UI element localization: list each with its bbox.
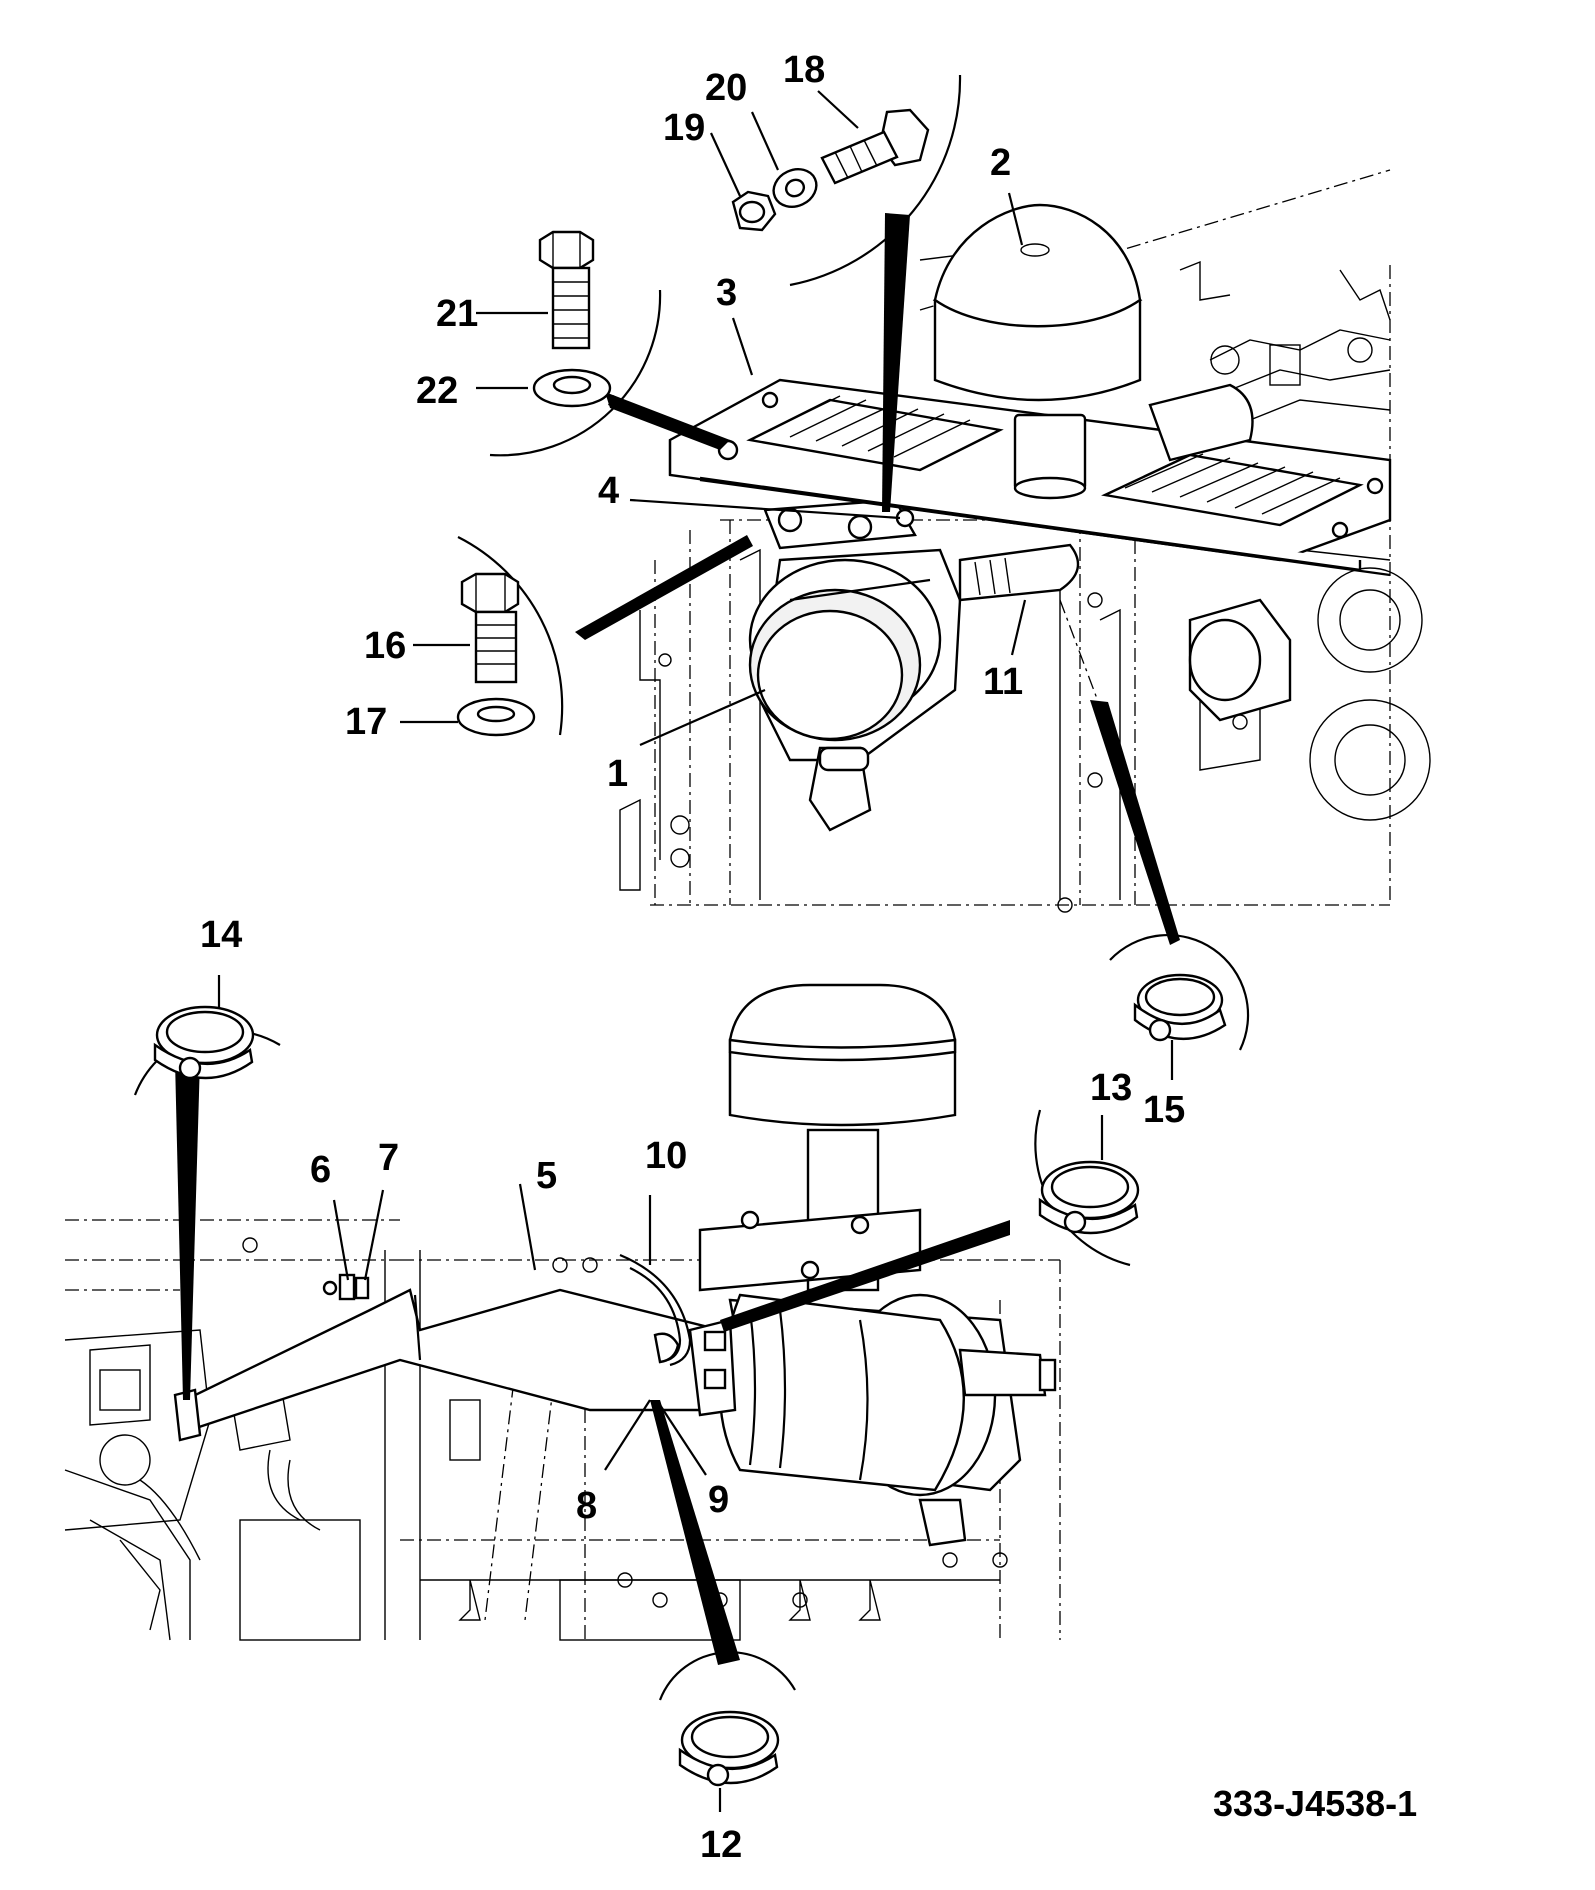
- callout-14: 14: [200, 914, 242, 956]
- callout-12: 12: [700, 1824, 742, 1866]
- detail-circle-bolt-21-washer-22: [476, 230, 730, 457]
- callout-labels: 2 18 20 19 3 21 22 4 16 17 1 11 14 13 15…: [200, 49, 1185, 1866]
- callout-11: 11: [983, 661, 1023, 703]
- callout-19: 19: [663, 107, 705, 149]
- air-cleaner-lower: [698, 1208, 1057, 1547]
- breather-hose-10: [619, 1253, 692, 1367]
- engine-block-upper: [1188, 269, 1431, 821]
- callout-15: 15: [1143, 1089, 1185, 1131]
- upper-view: [400, 74, 1431, 1080]
- callout-9: 9: [708, 1479, 729, 1521]
- detail-circle-bolt-18-washer-20-nut-19: [710, 74, 962, 512]
- lower-view: [64, 975, 1140, 1812]
- callout-3: 3: [716, 272, 737, 314]
- pre-cleaner-cap-2: [932, 203, 1143, 500]
- detail-circle-clamp-15: [1109, 933, 1250, 1080]
- callout-16: 16: [364, 625, 406, 667]
- upper-outlet-tube: [1148, 383, 1254, 462]
- callout-21: 21: [436, 293, 478, 335]
- detail-circle-clamp-12: [658, 1651, 796, 1812]
- callout-20: 20: [705, 67, 747, 109]
- upper-leaders: [629, 192, 1180, 945]
- detail-circle-clamp-14: [133, 975, 281, 1096]
- intake-hose-11: [958, 543, 1080, 602]
- figure-id: 333-J4538-1: [1213, 1783, 1417, 1824]
- lower-leaders: [175, 1060, 1010, 1665]
- callout-4: 4: [598, 470, 619, 512]
- detail-circle-clamp-13: [1034, 1109, 1140, 1267]
- callout-1: 1: [607, 753, 628, 795]
- detail-circle-bolt-16-washer-17: [400, 535, 753, 737]
- callout-22: 22: [416, 370, 458, 412]
- callout-5: 5: [536, 1155, 557, 1197]
- callout-18: 18: [783, 49, 825, 91]
- fasteners-6-7: [322, 1273, 370, 1301]
- callout-7: 7: [378, 1137, 399, 1179]
- intake-tube-5: [173, 1288, 737, 1442]
- callout-17: 17: [345, 701, 387, 743]
- callout-6: 6: [310, 1149, 331, 1191]
- callout-2: 2: [990, 142, 1011, 184]
- callout-8: 8: [576, 1485, 597, 1527]
- air-cleaner-1: [748, 548, 962, 832]
- callout-10: 10: [645, 1135, 687, 1177]
- callout-13: 13: [1090, 1067, 1132, 1109]
